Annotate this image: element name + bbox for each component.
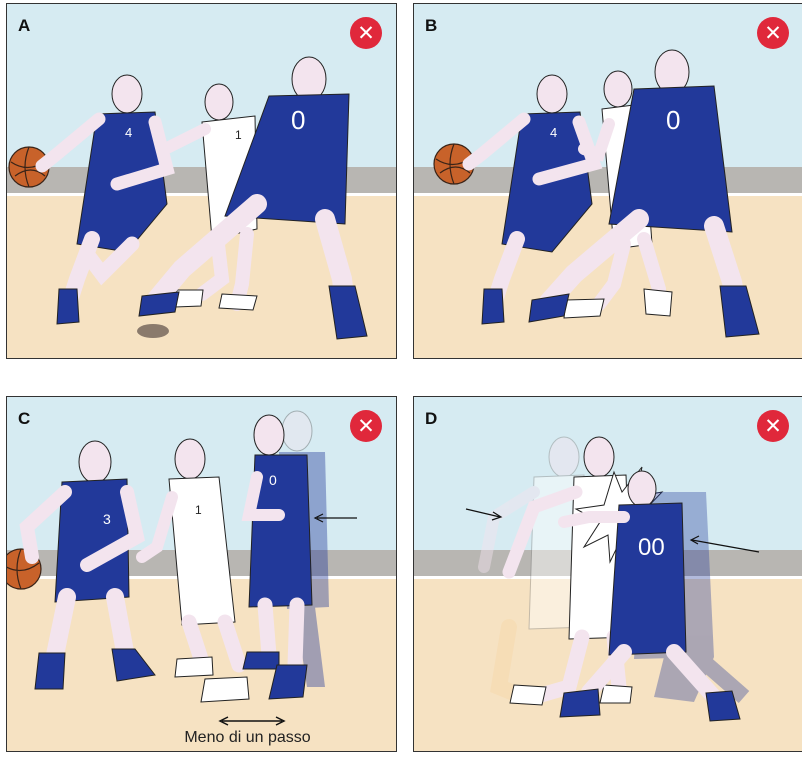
- panel-label: D: [425, 409, 437, 429]
- close-icon: ✕: [350, 17, 382, 49]
- panel-b: 4 0 B ✕: [413, 3, 802, 359]
- jersey-number-white: 1: [195, 503, 202, 517]
- jersey-number-offense: 4: [125, 125, 132, 140]
- jersey-number-blue: 00: [638, 534, 665, 561]
- panel-d: 00 D ✕: [413, 396, 802, 752]
- footprint-mark: [137, 324, 169, 338]
- close-icon: ✕: [757, 17, 789, 49]
- jersey-number-blue: 0: [666, 105, 680, 135]
- close-icon: ✕: [757, 410, 789, 442]
- illustration-c: 3 1 0: [7, 397, 397, 752]
- panel-label: B: [425, 16, 437, 36]
- panel-label: A: [18, 16, 30, 36]
- distance-caption: Meno di un passo: [53, 729, 397, 747]
- jersey-number-offense: 3: [103, 511, 111, 527]
- panel-a: 4 1 0 A ✕: [6, 3, 397, 359]
- panel-label: C: [18, 409, 30, 429]
- illustration-d: 00: [414, 397, 802, 752]
- jersey-number-blue: 0: [269, 472, 277, 488]
- illustration-b: 4 0: [414, 4, 802, 359]
- close-icon: ✕: [350, 410, 382, 442]
- panel-c: 3 1 0: [6, 396, 397, 752]
- jersey-number-white: 1: [235, 128, 242, 142]
- illustration-a: 4 1 0: [7, 4, 397, 359]
- jersey-number-blue: 0: [291, 105, 305, 135]
- jersey-number-offense: 4: [550, 125, 557, 140]
